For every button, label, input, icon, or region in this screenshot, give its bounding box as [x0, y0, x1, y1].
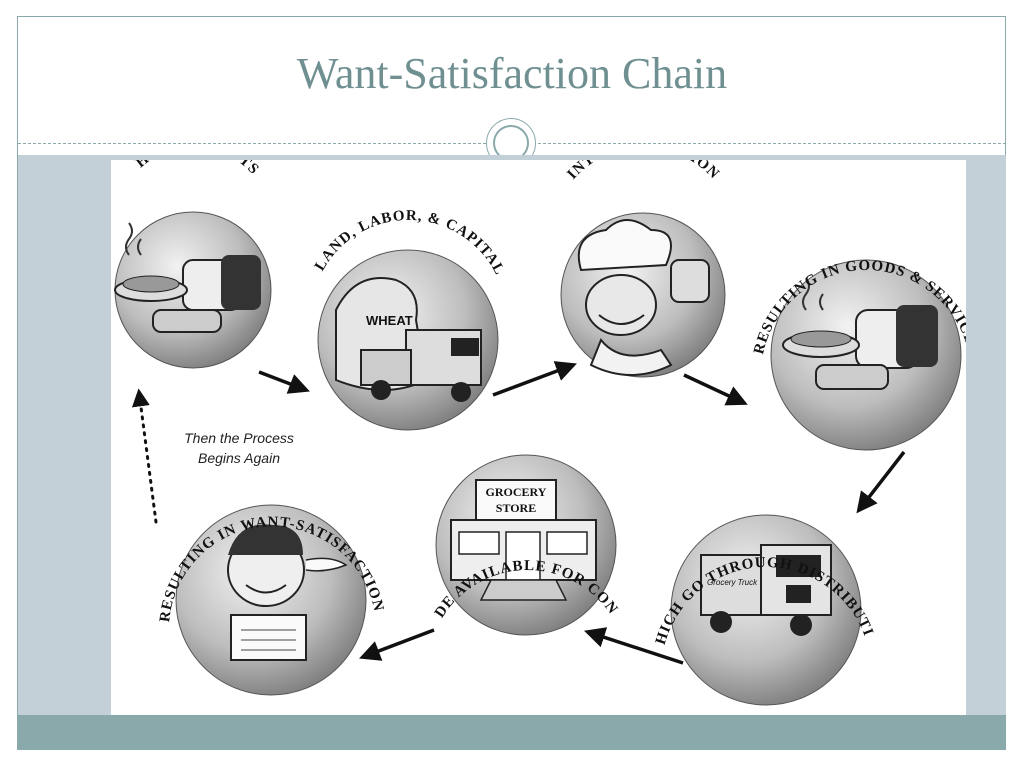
restart-dotted-arrow	[131, 388, 158, 524]
want-satisfaction-diagram: HUMAN WANTS WHEAT LAND, LABOR, & CAPITAL…	[111, 160, 966, 715]
restart-note-line2: Begins Again	[198, 450, 280, 466]
stage-human-wants: HUMAN WANTS	[114, 160, 272, 369]
stage-land-labor-capital: WHEAT LAND, LABOR, & CAPITAL	[312, 208, 507, 431]
wheat-sack-text: WHEAT	[366, 313, 413, 328]
flow-arrow-4	[856, 450, 906, 514]
stage-want-satisfaction: RESULTING IN WANT-SATISFACTION	[157, 504, 385, 696]
restart-note: Then the Process Begins Again	[159, 428, 319, 468]
store-sign-line1: GROCERY	[486, 485, 547, 499]
stage-label-human-wants: HUMAN WANTS	[133, 160, 262, 178]
stage-goods-and-services: RESULTING IN GOODS & SERVICES	[751, 258, 966, 451]
footer-band	[18, 715, 1006, 750]
flow-arrow-3	[683, 373, 748, 406]
flow-arrow-5	[584, 627, 684, 665]
truck-side-text: Grocery Truck	[707, 578, 758, 587]
slide-title: Want-Satisfaction Chain	[296, 49, 728, 98]
flow-arrow-1	[258, 370, 310, 394]
flow-arrow-6	[359, 628, 435, 661]
flow-arrow-2	[492, 361, 577, 397]
store-sign-line2: STORE	[496, 501, 536, 515]
restart-note-line1: Then the Process	[184, 430, 294, 446]
